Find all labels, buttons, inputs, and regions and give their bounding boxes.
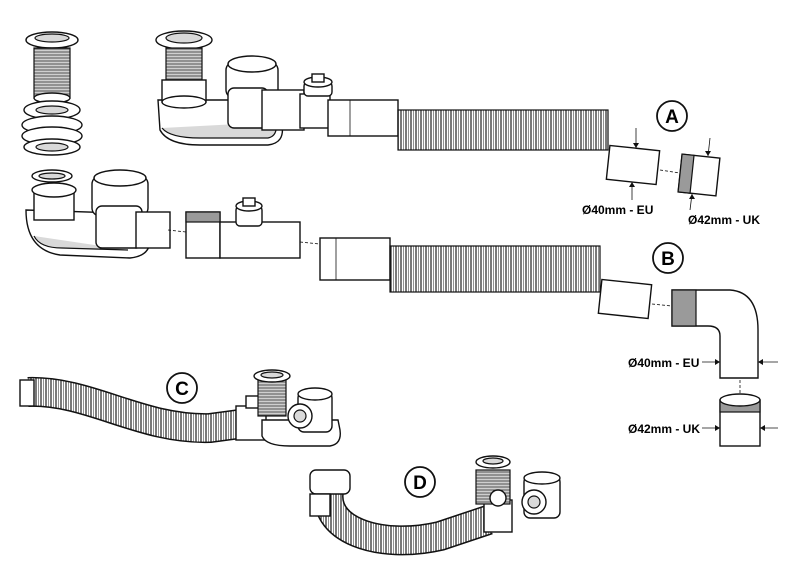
badge-d: D [404, 466, 436, 498]
exploded-plug-assembly [21, 31, 83, 183]
badge-b: B [652, 242, 684, 274]
badge-d-text: D [413, 473, 427, 494]
a-uk-size-label: Ø42mm - UK [688, 213, 760, 227]
kit-c-assembly [19, 369, 341, 447]
badge-b-text: B [661, 249, 675, 270]
badge-c-text: C [175, 379, 189, 400]
kit-a-assembly [155, 30, 721, 211]
kit-d-assembly [309, 455, 561, 556]
badge-a-text: A [665, 107, 679, 128]
b-uk-size-label: Ø42mm - UK [628, 422, 700, 436]
b-eu-size-label: Ø40mm - EU [628, 356, 699, 370]
badge-c: C [166, 372, 198, 404]
badge-a: A [656, 100, 688, 132]
a-eu-size-label: Ø40mm - EU [582, 203, 653, 217]
kit-b-assembly [25, 169, 778, 447]
